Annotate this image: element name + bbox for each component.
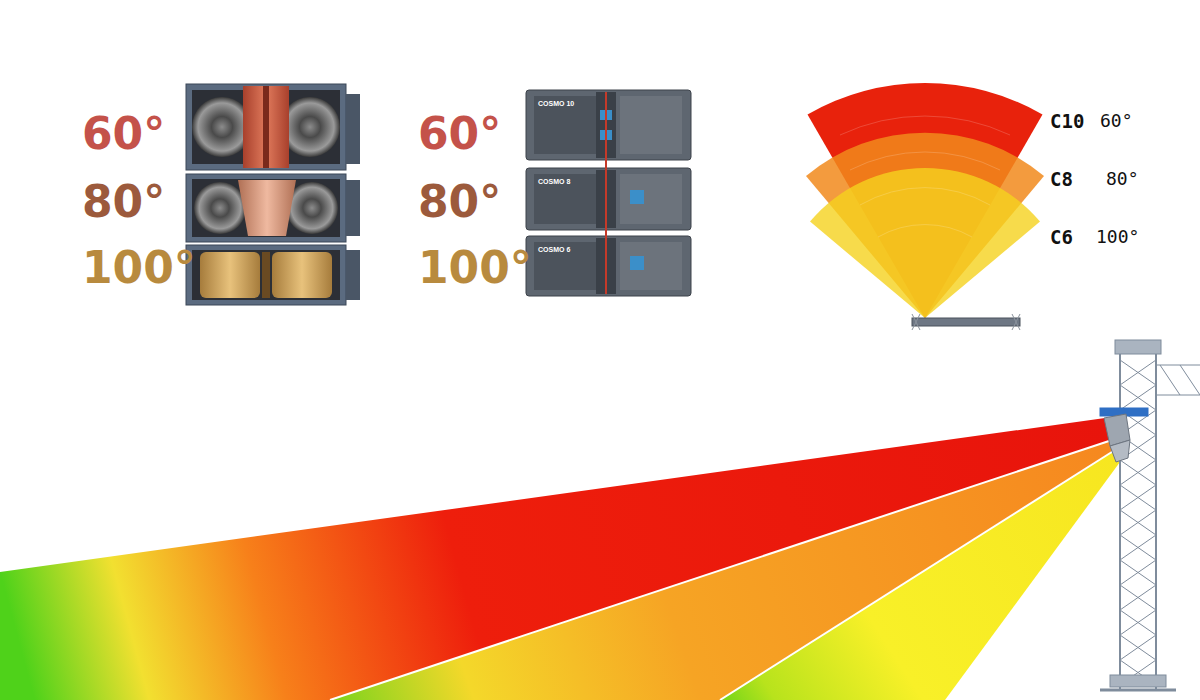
speaker-stack-rear <box>526 90 691 296</box>
coverage-angle: 80° <box>1106 170 1139 188</box>
angle-label: 100° <box>82 246 196 290</box>
model-name: COSMO 8 <box>538 178 570 185</box>
angle-label: 80° <box>82 180 165 224</box>
model-code: C10 <box>1050 112 1084 131</box>
truss-tower <box>1100 340 1200 690</box>
model-name: COSMO 6 <box>538 246 570 253</box>
angle-label: 80° <box>418 180 501 224</box>
coverage-beams <box>0 418 1120 700</box>
model-name: COSMO 10 <box>538 100 574 107</box>
model-code: C8 <box>1050 170 1073 189</box>
coverage-fan <box>806 83 1044 330</box>
angle-label: 60° <box>418 112 501 156</box>
speaker-stack-front <box>186 84 360 305</box>
angle-label: 100° <box>418 246 532 290</box>
coverage-angle: 100° <box>1096 228 1139 246</box>
coverage-angle: 60° <box>1100 112 1133 130</box>
angle-label: 60° <box>82 112 165 156</box>
model-code: C6 <box>1050 228 1073 247</box>
